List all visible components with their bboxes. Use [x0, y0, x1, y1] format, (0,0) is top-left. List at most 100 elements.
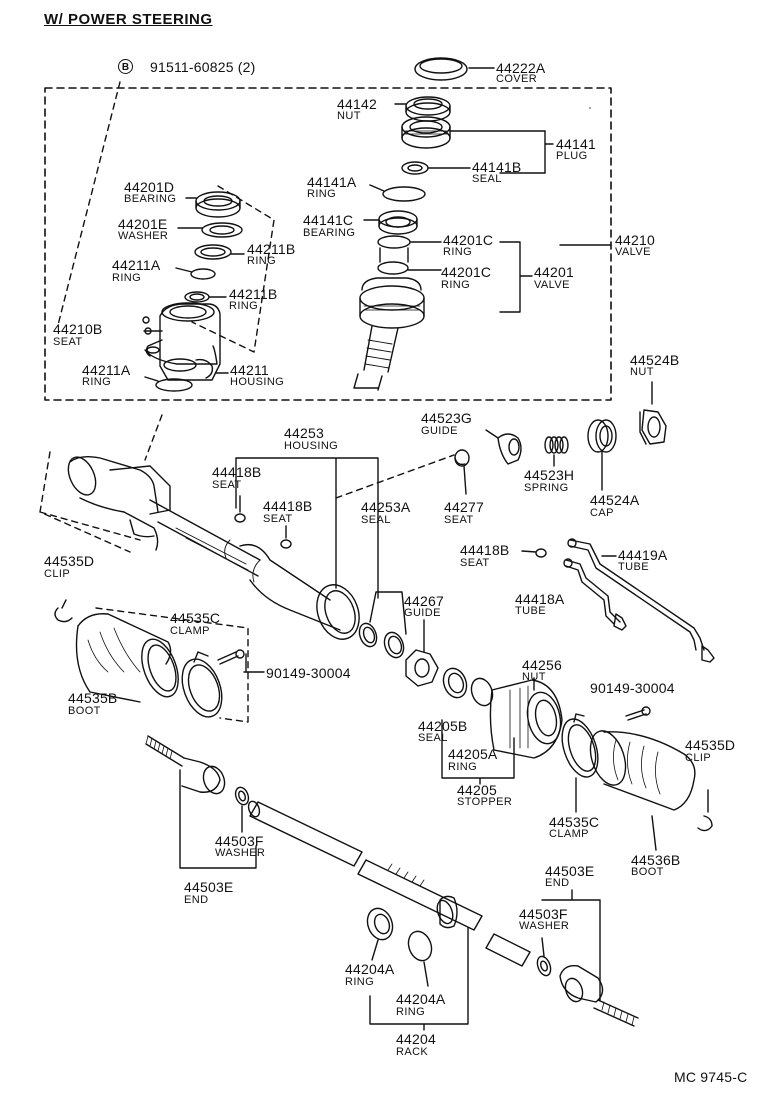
- part-number-label: 44524A: [590, 492, 640, 508]
- part-name-label: SEAL: [418, 732, 448, 744]
- part-name-label: SEAL: [361, 514, 391, 526]
- tube-44418a-part: [563, 558, 627, 631]
- boot-right-part: [589, 730, 696, 851]
- part-number-label: 90149-30004: [590, 680, 675, 696]
- part-name-label: RING: [396, 1006, 426, 1018]
- part-number-label: 44210B: [53, 321, 103, 337]
- part-name-label: VALVE: [615, 246, 651, 258]
- seat-44418b-housing-1: [234, 495, 246, 523]
- spring-44523h-part: [544, 436, 569, 467]
- part-number-label: 44222A: [496, 60, 546, 76]
- valve-bracket-44210: [544, 107, 591, 174]
- seal-guide-bracket: [369, 591, 407, 635]
- plug-part: [401, 116, 546, 149]
- part-number-label: 44205: [457, 782, 497, 798]
- part-name-label: BEARING: [303, 227, 356, 239]
- part-number-label: 44204: [396, 1031, 436, 1047]
- end-left-bracket: [179, 769, 257, 869]
- part-number-label: 44418B: [212, 464, 262, 480]
- part-name-label: RING: [229, 300, 259, 312]
- part-number-label: 44205A: [448, 746, 498, 762]
- cover-part: [414, 57, 495, 81]
- seat-44418b-tube-part: [521, 548, 547, 558]
- part-name-label: BOOT: [631, 866, 664, 878]
- part-name-label: HOUSING: [230, 376, 285, 388]
- part-number-label: 44503F: [519, 906, 568, 922]
- part-name-label: COVER: [496, 73, 538, 85]
- part-name-label: RING: [443, 246, 473, 258]
- bolt-left-part: [217, 649, 265, 673]
- mount-dashed-guide: [144, 414, 163, 461]
- part-name-label: RING: [112, 272, 142, 284]
- part-name-label: END: [545, 877, 570, 889]
- stopper-bracket: [441, 719, 515, 785]
- seat-dashed-leader: [335, 454, 455, 499]
- part-number-label: 90149-30004: [266, 665, 351, 681]
- bolt-right-part: [625, 706, 651, 721]
- part-number-label: 44503E: [545, 863, 595, 879]
- nut-44142-part: [394, 96, 451, 122]
- seal-44253a-part: [358, 622, 378, 648]
- part-name-label: STOPPER: [457, 796, 513, 808]
- part-number-label: 44535B: [68, 690, 118, 706]
- part-name-label: CLIP: [685, 752, 712, 764]
- part-number-label: 44211: [230, 362, 269, 378]
- part-number-label: 44141A: [307, 174, 357, 190]
- washer-44201e-part: [177, 222, 243, 238]
- part-number-label: 44211A: [82, 362, 131, 378]
- part-number-label: 44142: [337, 96, 377, 112]
- part-number-label: 44204A: [396, 991, 446, 1007]
- part-number-label: 44503E: [184, 879, 234, 895]
- part-name-label: RING: [448, 761, 478, 773]
- part-name-label: BEARING: [124, 193, 177, 205]
- bearing-44201d-part: [185, 191, 241, 218]
- valve-bracket-44201: [499, 241, 533, 313]
- rack-part: [247, 800, 531, 967]
- bolt-b-badge: B: [118, 59, 133, 74]
- ring-44204a-2-part: [407, 930, 433, 987]
- part-name-label: BOOT: [68, 705, 101, 717]
- part-number-label: 91511-60825 (2): [150, 59, 256, 75]
- ring-44211a-lower-part: [144, 376, 193, 392]
- part-number-label: 44201C: [443, 232, 494, 248]
- part-name-label: WASHER: [118, 230, 169, 242]
- part-name-label: CLIP: [44, 568, 71, 580]
- part-number-label: 44253A: [361, 499, 411, 515]
- diagram-title: W/ POWER STEERING: [44, 11, 213, 28]
- seal-44141b-part: [401, 161, 471, 175]
- part-name-label: RING: [441, 279, 471, 291]
- part-name-label: NUT: [630, 366, 654, 378]
- housing-bracket-44253: [235, 457, 379, 599]
- bearing-44141c-part: [363, 210, 418, 235]
- part-name-label: HOUSING: [284, 440, 339, 452]
- part-name-label: RING: [247, 255, 277, 267]
- part-number-label: 44211A: [112, 257, 161, 273]
- part-number-label: 44253: [284, 425, 324, 441]
- part-name-label: CAP: [590, 507, 614, 519]
- part-number-label: 44418B: [460, 542, 510, 558]
- part-name-label: PLUG: [556, 150, 588, 162]
- left-boot-dashed-box: [95, 607, 249, 723]
- part-number-label: 44201: [534, 264, 574, 280]
- part-number-label: 44524B: [630, 352, 680, 368]
- clip-left-part: [54, 599, 73, 623]
- part-name-label: TUBE: [515, 605, 546, 617]
- tie-rod-end-right-part: [559, 965, 639, 1027]
- cap-44524a-part: [587, 419, 617, 491]
- part-number-label: 44210: [615, 232, 655, 248]
- part-number-label: 44201C: [441, 264, 492, 280]
- part-name-label: SEAT: [212, 479, 242, 491]
- seat-44277-part: [454, 449, 470, 495]
- part-number-label: 44523H: [524, 467, 575, 483]
- part-number-label: 44141C: [303, 212, 354, 228]
- part-number-label: 44503F: [215, 833, 264, 849]
- tie-rod-end-left-part: [145, 735, 226, 795]
- part-number-label: 44141: [556, 136, 596, 152]
- guide-44267-ring-part: [383, 631, 405, 659]
- guide-44523g-part: [485, 429, 522, 465]
- part-number-label: 44535D: [685, 737, 736, 753]
- nut-44256-part: [489, 677, 563, 759]
- ring-44141a-part: [369, 184, 426, 202]
